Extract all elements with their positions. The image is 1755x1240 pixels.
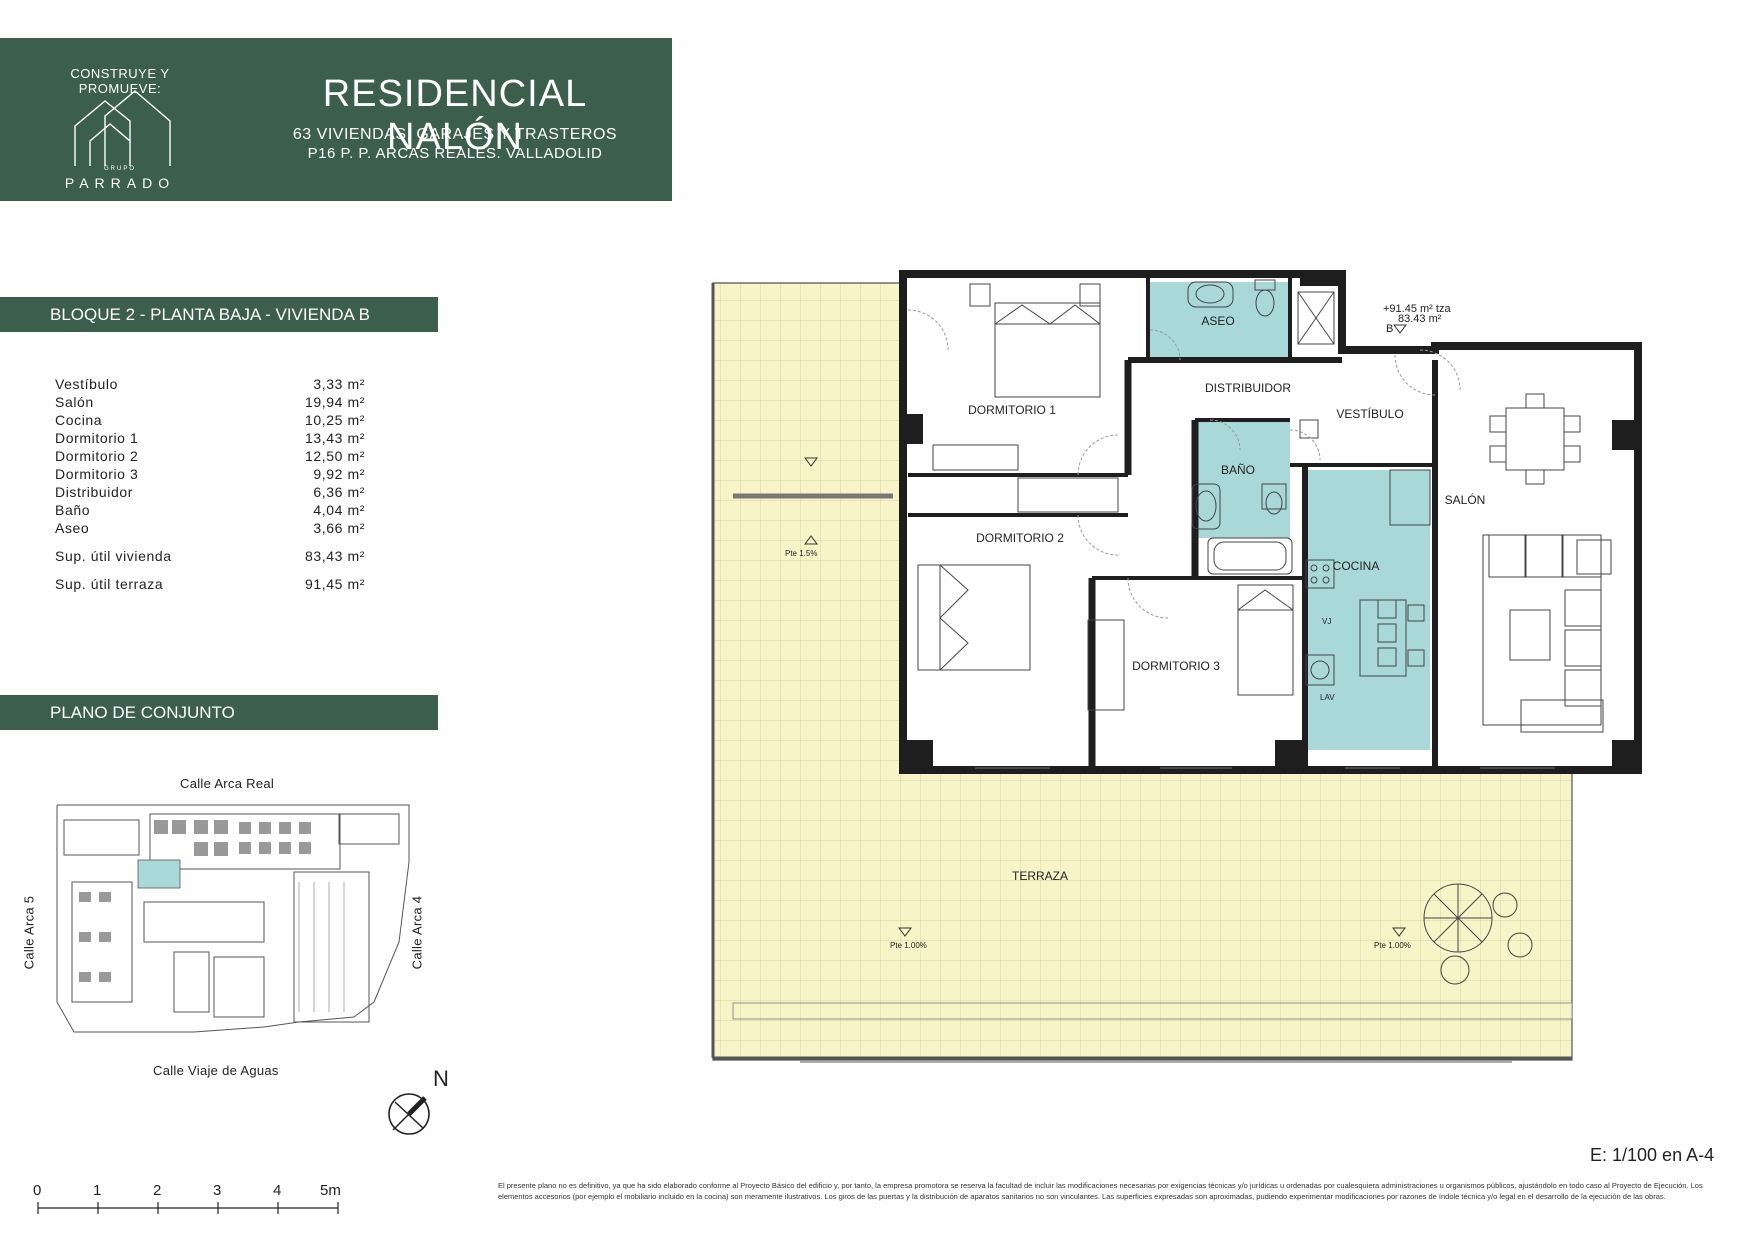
area-row: Vestíbulo 3,33 m² [55,375,365,393]
area-row: Cocina 10,25 m² [55,411,365,429]
area-row: Dormitorio 1 13,43 m² [55,429,365,447]
total-value: 83,43 m² [304,548,365,564]
appliance-label-vj: VJ [1322,617,1331,626]
unit-title-bar: BLOQUE 2 - PLANTA BAJA - VIVIENDA B [0,297,438,332]
area-name: Baño [55,502,91,518]
scale-label: 4 [273,1182,282,1199]
total-row: Sup. útil terraza 91,45 m² [55,575,365,593]
area-table: Vestíbulo 3,33 m² Salón 19,94 m² Cocina 10,… [55,375,365,593]
logo-group-text: GRUPO [103,166,136,172]
room-label-vestibulo: VESTÍBULO [1336,406,1403,421]
area-value: 19,94 m² [304,394,365,410]
area-value: 10,25 m² [304,412,365,428]
disclaimer-text: El presente plano no es definitivo, ya q… [498,1181,1703,1201]
level-label-terrace: +91.45 m² tza [1383,303,1451,315]
area-value: 6,36 m² [313,484,365,500]
area-name: Distribuidor [55,484,133,500]
total-name: Sup. útil terraza [55,576,164,592]
project-title: RESIDENCIAL NALÓN [322,73,588,158]
level-label-dwelling: 83.43 m² [1398,313,1442,325]
project-subtitle-1: 63 VIVIENDAS, GARAJES Y TRASTEROS [292,126,618,143]
total-name: Sup. útil vivienda [55,548,172,564]
scale-label: 0 [33,1182,42,1199]
total-value: 91,45 m² [304,576,365,592]
area-value: 3,33 m² [313,376,365,392]
site-plan-bar: PLANO DE CONJUNTO [0,695,438,730]
area-name: Cocina [55,412,103,428]
north-label: N [433,1066,449,1091]
room-label-terraza: TERRAZA [1012,869,1068,883]
area-row: Dormitorio 2 12,50 m² [55,447,365,465]
total-row: Sup. útil vivienda 83,43 m² [55,547,365,565]
building-logo-icon [74,90,171,166]
scale-ratio-text: E: 1/100 en A-4 [1590,1145,1715,1165]
street-bottom-label: Calle Viaje de Aguas [153,1063,279,1078]
graphic-scale: 0 1 2 3 4 5m [30,1180,350,1220]
scale-label: 3 [213,1182,222,1199]
area-value: 4,04 m² [313,502,365,518]
area-row: Baño 4,04 m² [55,501,365,519]
area-value: 3,66 m² [313,520,365,536]
builder-label: CONSTRUYE Y PROMUEVE: [70,66,170,96]
room-label-salon: SALÓN [1445,492,1486,507]
room-label-dormitorio1: DORMITORIO 1 [968,403,1056,417]
site-plan-map [54,802,412,1052]
scale-label: 1 [93,1182,102,1199]
room-label-dormitorio3: DORMITORIO 3 [1132,659,1220,673]
room-label-aseo: ASEO [1201,314,1234,328]
logo-name-text: PARRADO [64,175,176,191]
scale-label: 2 [153,1182,162,1199]
appliance-label-lav: LAV [1320,693,1335,702]
area-name: Salón [55,394,94,410]
area-name: Aseo [55,520,90,536]
room-label-bano: BAÑO [1221,463,1255,477]
area-value: 12,50 m² [304,448,365,464]
scale-label: 5m [320,1182,341,1199]
header-banner: CONSTRUYE Y PROMUEVE: GRUPO PARRADO RESI… [0,38,672,201]
slope-label-2: Pte 1.00% [890,941,927,950]
street-top-label: Calle Arca Real [180,776,275,791]
slope-label-1: Pte 1.5% [785,549,817,558]
area-name: Dormitorio 3 [55,466,139,482]
area-row: Aseo 3,66 m² [55,519,365,537]
level-marker-b: B [1386,323,1393,335]
area-row: Salón 19,94 m² [55,393,365,411]
north-arrow-icon [388,1093,430,1135]
area-value: 9,92 m² [313,466,365,482]
room-label-dormitorio2: DORMITORIO 2 [976,531,1064,545]
area-value: 13,43 m² [304,430,365,446]
slope-label-3: Pte 1.00% [1374,941,1411,950]
project-subtitle-2: P16 P. P. ARCAS REALES. VALLADOLID [307,145,603,162]
area-name: Dormitorio 1 [55,430,139,446]
room-label-distribuidor: DISTRIBUIDOR [1205,381,1291,395]
area-row: Dormitorio 3 9,92 m² [55,465,365,483]
room-label-cocina: COCINA [1333,559,1380,573]
area-row: Distribuidor 6,36 m² [55,483,365,501]
area-name: Vestíbulo [55,376,118,392]
area-name: Dormitorio 2 [55,448,139,464]
